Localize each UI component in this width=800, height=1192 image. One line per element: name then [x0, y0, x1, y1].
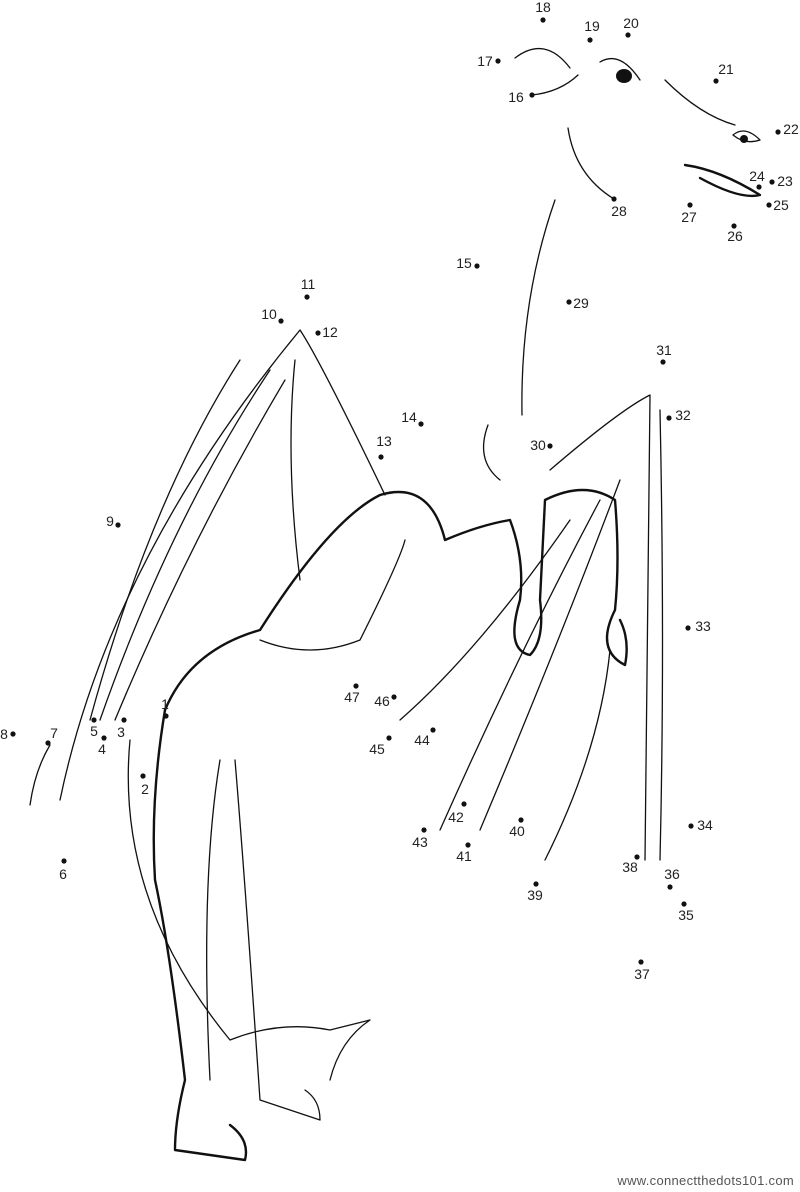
dot-label-34: 34: [697, 817, 713, 833]
dot-label-26: 26: [727, 228, 743, 244]
dot-label-9: 9: [106, 513, 114, 529]
dot-label-12: 12: [322, 324, 338, 340]
dot-label-1: 1: [161, 696, 169, 712]
dot-14: [418, 421, 424, 427]
dot-25: [766, 202, 772, 208]
dot-27: [687, 202, 693, 208]
dot-22: [775, 129, 781, 135]
dot-34: [688, 823, 694, 829]
dot-label-29: 29: [573, 295, 589, 311]
dot-label-24: 24: [749, 168, 765, 184]
dot-label-13: 13: [376, 433, 392, 449]
dot-18: [540, 17, 546, 23]
dot-label-28: 28: [611, 203, 627, 219]
dot-label-15: 15: [456, 255, 472, 271]
dot-label-7: 7: [50, 725, 58, 741]
dot-label-35: 35: [678, 907, 694, 923]
dot-label-32: 32: [675, 407, 691, 423]
dot-label-19: 19: [584, 18, 600, 34]
dot-4: [101, 735, 107, 741]
dot-6: [61, 858, 67, 864]
dot-label-47: 47: [344, 689, 360, 705]
dot-17: [495, 58, 501, 64]
dot-label-45: 45: [369, 741, 385, 757]
dot-label-30: 30: [530, 437, 546, 453]
dot-label-37: 37: [634, 966, 650, 982]
dot-19: [587, 37, 593, 43]
dot-label-25: 25: [773, 197, 789, 213]
dot-label-5: 5: [90, 723, 98, 739]
dot-label-38: 38: [622, 859, 638, 875]
dot-label-10: 10: [261, 306, 277, 322]
dot-43: [421, 827, 427, 833]
dot-label-42: 42: [448, 809, 464, 825]
dot-42: [461, 801, 467, 807]
dot-9: [115, 522, 121, 528]
dot-label-36: 36: [664, 866, 680, 882]
dot-label-22: 22: [783, 121, 799, 137]
dot-label-8: 8: [0, 726, 8, 742]
dot-30: [547, 443, 553, 449]
dot-7: [45, 740, 51, 746]
dot-26: [731, 223, 737, 229]
dot-label-27: 27: [681, 209, 697, 225]
dot-15: [474, 263, 480, 269]
dot-label-16: 16: [508, 89, 524, 105]
dot-label-41: 41: [456, 848, 472, 864]
dot-46: [391, 694, 397, 700]
dot-label-11: 11: [301, 276, 316, 292]
dot-label-14: 14: [401, 409, 417, 425]
dot-label-44: 44: [414, 732, 430, 748]
dot-label-23: 23: [777, 173, 793, 189]
dot-28: [611, 196, 617, 202]
dot-24: [756, 184, 762, 190]
dot-label-18: 18: [535, 0, 551, 15]
dot-label-3: 3: [117, 724, 125, 740]
dot-33: [685, 625, 691, 631]
website-credit: www.connectthedots101.com: [617, 1173, 794, 1188]
dot-label-21: 21: [718, 61, 734, 77]
dot-label-17: 17: [477, 53, 493, 69]
dot-29: [566, 299, 572, 305]
dot-label-20: 20: [623, 15, 639, 31]
dot-label-6: 6: [59, 866, 67, 882]
dot-label-4: 4: [98, 741, 106, 757]
dot-21: [713, 78, 719, 84]
dot-32: [666, 415, 672, 421]
dot-10: [278, 318, 284, 324]
dot-1: [163, 713, 169, 719]
dot-label-33: 33: [695, 618, 711, 634]
dot-12: [315, 330, 321, 336]
dot-41: [465, 842, 471, 848]
dot-5: [91, 717, 97, 723]
dot-8: [10, 731, 16, 737]
dot-label-2: 2: [141, 781, 149, 797]
dot-16: [529, 92, 535, 98]
dot-31: [660, 359, 666, 365]
dot-label-46: 46: [374, 693, 390, 709]
dot-13: [378, 454, 384, 460]
dot-label-43: 43: [412, 834, 428, 850]
dot-45: [386, 735, 392, 741]
dot-35: [681, 901, 687, 907]
dot-39: [533, 881, 539, 887]
dot-20: [625, 32, 631, 38]
dot-40: [518, 817, 524, 823]
dot-36: [667, 884, 673, 890]
dot-23: [769, 179, 775, 185]
dot-3: [121, 717, 127, 723]
dot-38: [634, 854, 640, 860]
dot-37: [638, 959, 644, 965]
dot-label-40: 40: [509, 823, 525, 839]
dot-2: [140, 773, 146, 779]
dot-11: [304, 294, 310, 300]
dot-44: [430, 727, 436, 733]
dot-label-31: 31: [656, 342, 672, 358]
dot-label-39: 39: [527, 887, 543, 903]
dot-47: [353, 683, 359, 689]
